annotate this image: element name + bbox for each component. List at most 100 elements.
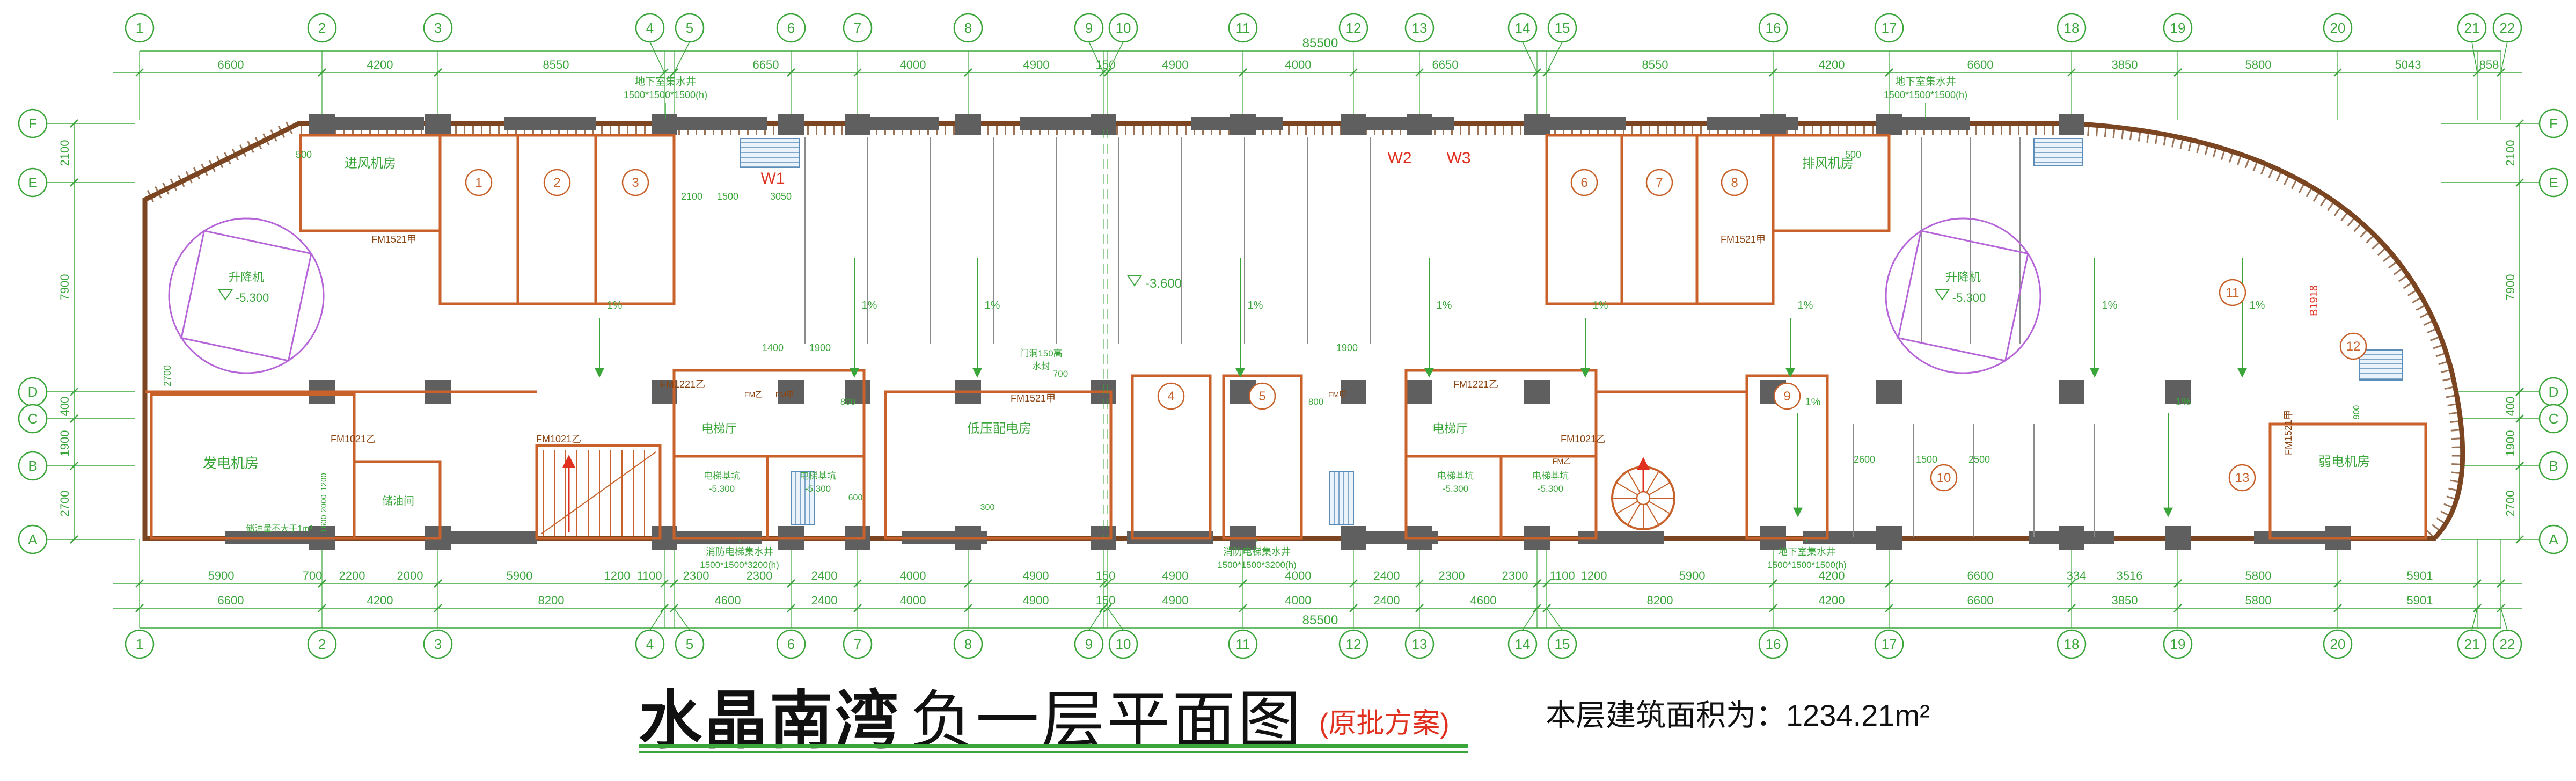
unit-number-bubble xyxy=(1248,382,1276,410)
dimension-value: 2400 xyxy=(811,569,838,582)
dimension-tick xyxy=(1533,579,1541,588)
grid-column-number: 19 xyxy=(2170,20,2186,36)
dimension-value: 150 xyxy=(1096,569,1116,582)
grid-column-number: 14 xyxy=(1515,20,1531,36)
dimension-tick xyxy=(660,68,669,77)
dimension-tick xyxy=(2067,68,2076,77)
scheme-note: (原批方案) xyxy=(1319,708,1450,739)
grid-leader xyxy=(1088,608,1104,631)
dimension-value: 6600 xyxy=(1967,594,1994,607)
dimension-tick xyxy=(2067,604,2076,612)
plan-label: 600 xyxy=(848,493,863,502)
dimension-value: 4200 xyxy=(1819,569,1845,582)
grid-row-bubble xyxy=(2538,167,2568,198)
dimension-value: 4200 xyxy=(367,594,393,607)
dimension-value: 2700 xyxy=(2504,491,2517,517)
plan-label: 900 xyxy=(2352,405,2361,420)
unit-number: 1 xyxy=(475,176,482,190)
grid-column-number: 13 xyxy=(1412,20,1428,36)
slope-label: 1% xyxy=(607,300,623,311)
column xyxy=(1230,114,1256,135)
dimension-value: 4600 xyxy=(715,594,741,607)
dimension-tick xyxy=(1542,579,1551,588)
fire-door-label: FM甲 xyxy=(1328,390,1346,399)
vent-grille xyxy=(1329,471,1354,525)
grid-column-number: 19 xyxy=(2170,636,2186,652)
dimension-tick xyxy=(2515,388,2524,396)
window-well-label: W1 xyxy=(761,170,785,187)
grid-column-number: 6 xyxy=(787,636,795,652)
column xyxy=(1760,114,1786,135)
dimension-value: 4900 xyxy=(1023,569,1049,582)
plan-label: 1900 xyxy=(1336,342,1358,353)
dimension-value: 4900 xyxy=(1162,594,1189,607)
dimension-total: 85500 xyxy=(1302,613,1338,627)
fire-door-label: FM1521甲 xyxy=(371,234,416,245)
grid-column-bubble xyxy=(843,13,873,43)
grid-column-number: 15 xyxy=(1555,20,1570,36)
dimension-value: 2300 xyxy=(1439,569,1465,582)
grid-column-number: 16 xyxy=(1766,636,1781,652)
dimension-value: 334 xyxy=(2067,569,2087,582)
grid-row-letter: B xyxy=(28,458,37,474)
grid-column-bubble xyxy=(1874,629,1904,659)
dimension-value: 1100 xyxy=(636,569,662,582)
vent-grille xyxy=(740,138,800,168)
dimension-value: 1200 xyxy=(1581,569,1607,582)
grid-leader xyxy=(674,41,690,73)
plan-label: 2000 xyxy=(319,494,328,512)
grid-row-letter: D xyxy=(28,384,38,400)
plan-label: -5.300 xyxy=(805,484,831,494)
dimension-tick xyxy=(853,68,862,77)
fire-door-label: FM甲 xyxy=(775,390,794,399)
dimension-value: 5901 xyxy=(2407,594,2433,607)
grid-column-bubble xyxy=(1404,13,1435,43)
grid-column-bubble xyxy=(1507,629,1538,659)
dimension-value: 3850 xyxy=(2112,594,2138,607)
dimension-value: 8550 xyxy=(1642,58,1668,71)
column xyxy=(1341,114,1366,135)
dimension-value: 5800 xyxy=(2245,569,2272,582)
dimension-tick xyxy=(1769,68,1777,77)
building-layer xyxy=(142,114,2465,550)
plan-label: -5.300 xyxy=(236,291,269,304)
grid-column-number: 1 xyxy=(136,636,143,652)
dimension-value: 6600 xyxy=(1967,569,1994,582)
slope-label: 1% xyxy=(1437,300,1452,311)
column xyxy=(778,114,804,135)
dimension-tick xyxy=(2473,68,2482,77)
plan-label: 电梯基坑 xyxy=(1437,471,1474,481)
wall-segment xyxy=(504,117,596,130)
fire-door-label: FM1521甲 xyxy=(2283,410,2294,455)
grid-column-number: 12 xyxy=(1346,636,1362,652)
grid-column-number: 11 xyxy=(1236,20,1250,36)
plan-label: -5.300 xyxy=(709,484,735,494)
dimension-value: 5900 xyxy=(507,569,533,582)
grid-row-letter: F xyxy=(28,115,37,132)
dimension-tick xyxy=(70,388,78,396)
grid-column-bubble xyxy=(2057,13,2087,43)
plan-label: 地下室集水井 xyxy=(1778,546,1836,557)
grid-leader xyxy=(2471,41,2478,73)
dimension-value: 2100 xyxy=(58,140,71,166)
plan-label: 500 xyxy=(1845,149,1861,160)
grid-column-number: 6 xyxy=(787,20,795,36)
plan-label: 电梯基坑 xyxy=(704,471,740,481)
grid-column-bubble xyxy=(1758,13,1788,43)
dimension-value: 5800 xyxy=(2245,58,2272,71)
dimension-value: 4200 xyxy=(1819,58,1845,71)
window-well-label: B1918 xyxy=(2308,285,2320,316)
dimension-tick xyxy=(2174,604,2182,612)
dimension-value: 2400 xyxy=(1374,594,1400,607)
dimension-tick xyxy=(70,414,78,423)
grid-column-bubble xyxy=(1547,13,1577,43)
dimension-tick xyxy=(660,579,669,588)
grid-column-number: 22 xyxy=(2500,636,2515,652)
grid-column-bubble xyxy=(1228,13,1258,43)
dimension-tick xyxy=(1349,68,1358,77)
building-outline xyxy=(142,121,2465,541)
dimension-tick xyxy=(70,119,78,128)
grid-column-number: 2 xyxy=(318,636,326,652)
dimension-tick xyxy=(1533,604,1541,612)
dimension-value: 6600 xyxy=(218,594,244,607)
